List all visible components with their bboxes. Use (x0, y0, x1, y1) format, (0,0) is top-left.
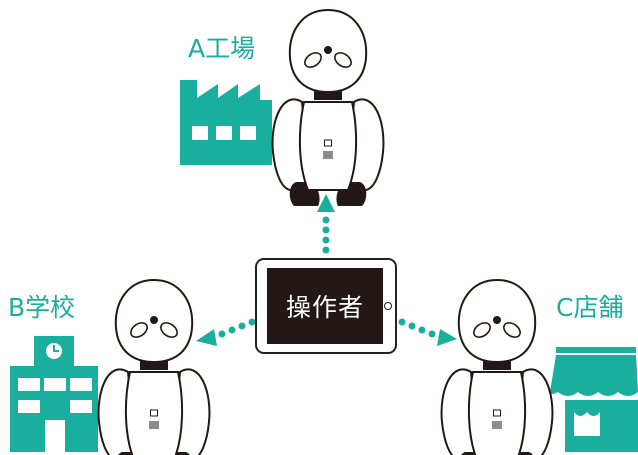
shop-icon (550, 347, 638, 452)
tablet-icon: 操作者 (255, 258, 397, 354)
robot-c (440, 279, 554, 455)
arrow-to-a (317, 194, 335, 254)
arrow-to-c (398, 318, 457, 346)
operator-label: 操作者 (267, 268, 383, 344)
robot-b (97, 279, 211, 455)
tablet-home-button (384, 302, 392, 310)
factory-icon (180, 80, 272, 165)
site-label-c: C店舗 (556, 293, 624, 322)
school-icon (10, 336, 98, 452)
site-label-a: A工場 (188, 34, 256, 63)
robot-a (271, 9, 385, 207)
site-label-b: B学校 (8, 293, 76, 322)
arrow-to-b (196, 318, 256, 346)
